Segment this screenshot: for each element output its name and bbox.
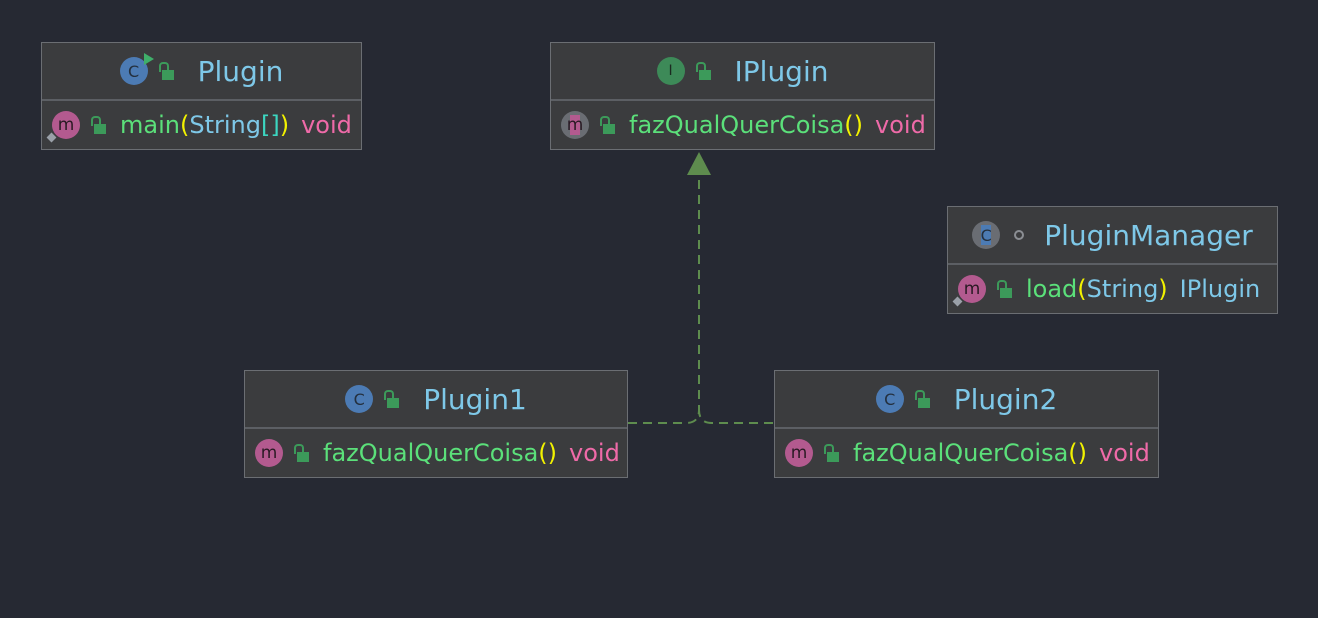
static-marker-icon bbox=[952, 296, 963, 307]
method-name: load bbox=[1026, 275, 1078, 303]
public-visibility-icon bbox=[695, 60, 711, 82]
method-name: main bbox=[120, 111, 180, 139]
open-paren: ( bbox=[1077, 275, 1087, 303]
method-icon-letter: m bbox=[57, 115, 75, 135]
class-header: C Plugin1 bbox=[245, 371, 627, 429]
method-icon: m bbox=[255, 439, 283, 467]
method-name: fazQualQuerCoisa bbox=[853, 439, 1069, 467]
method-icon-letter: m bbox=[963, 279, 981, 299]
class-icon: C bbox=[119, 53, 154, 85]
class-box-plugin[interactable]: C Plugin m main ( String [] ) void bbox=[41, 42, 362, 150]
method-row[interactable]: m fazQualQuerCoisa () void bbox=[245, 429, 627, 477]
method-name: fazQualQuerCoisa bbox=[629, 111, 845, 139]
public-visibility-icon bbox=[914, 388, 930, 410]
return-type: void bbox=[1099, 439, 1150, 467]
package-private-visibility-icon bbox=[1014, 230, 1025, 240]
class-header: C Plugin2 bbox=[775, 371, 1158, 429]
plugin1-realizes-iplugin-line bbox=[628, 175, 700, 424]
static-marker-icon bbox=[46, 132, 57, 143]
return-type: void bbox=[301, 111, 352, 139]
method-row[interactable]: m fazQualQuerCoisa () void bbox=[551, 101, 934, 149]
class-icon-letter: C bbox=[128, 61, 140, 81]
public-visibility-icon bbox=[158, 60, 174, 82]
class-name: PluginManager bbox=[1044, 218, 1253, 252]
method-row[interactable]: m fazQualQuerCoisa () void bbox=[775, 429, 1158, 477]
method-row[interactable]: m main ( String [] ) void bbox=[42, 101, 361, 149]
realization-arrowhead bbox=[687, 152, 711, 175]
return-type: IPlugin bbox=[1179, 275, 1261, 303]
method-icon-letter: m bbox=[790, 443, 808, 463]
public-visibility-icon bbox=[996, 278, 1012, 300]
class-icon-letter: C bbox=[884, 389, 896, 409]
class-icon: C bbox=[875, 385, 904, 413]
plugin2-realizes-iplugin-line bbox=[698, 409, 773, 424]
method-icon-letter: m bbox=[566, 115, 584, 135]
method-icon-letter: m bbox=[260, 443, 278, 463]
param-type: String bbox=[1086, 275, 1159, 303]
param-type: String bbox=[189, 111, 261, 139]
interface-header: I IPlugin bbox=[551, 43, 934, 101]
public-visibility-icon bbox=[383, 388, 400, 410]
class-name: Plugin2 bbox=[953, 382, 1058, 416]
class-name: Plugin1 bbox=[423, 382, 527, 416]
parens: () bbox=[1068, 439, 1088, 467]
open-paren: ( bbox=[179, 111, 190, 139]
class-box-plugin2[interactable]: C Plugin2 m fazQualQuerCoisa () void bbox=[774, 370, 1159, 478]
class-icon-letter: C bbox=[353, 389, 365, 409]
return-type: void bbox=[875, 111, 926, 139]
interface-name: IPlugin bbox=[734, 54, 829, 88]
method-icon: m bbox=[952, 275, 986, 307]
parens: () bbox=[538, 439, 558, 467]
parens: () bbox=[844, 111, 864, 139]
array-brackets: [] bbox=[260, 111, 280, 139]
return-type: void bbox=[569, 439, 620, 467]
interface-icon-letter: I bbox=[668, 63, 673, 79]
public-visibility-icon bbox=[293, 442, 309, 464]
abstract-class-icon: C bbox=[972, 221, 1001, 249]
class-header: C Plugin bbox=[42, 43, 361, 101]
method-icon: m bbox=[785, 439, 813, 467]
close-paren: ) bbox=[1158, 275, 1168, 303]
public-visibility-icon bbox=[599, 114, 615, 136]
public-visibility-icon bbox=[90, 114, 106, 136]
class-box-plugin1[interactable]: C Plugin1 m fazQualQuerCoisa () void bbox=[244, 370, 628, 478]
interface-icon: I bbox=[656, 57, 685, 85]
runnable-marker-icon bbox=[143, 53, 154, 65]
method-name: fazQualQuerCoisa bbox=[323, 439, 539, 467]
method-row[interactable]: m load ( String ) IPlugin bbox=[948, 265, 1277, 313]
interface-box-iplugin[interactable]: I IPlugin m fazQualQuerCoisa () void bbox=[550, 42, 935, 150]
method-icon: m bbox=[46, 111, 80, 143]
abstract-method-icon: m bbox=[561, 111, 589, 139]
class-box-plugin-manager[interactable]: C PluginManager m load ( String ) IPlugi… bbox=[947, 206, 1278, 314]
class-name: Plugin bbox=[197, 54, 284, 88]
class-header: C PluginManager bbox=[948, 207, 1277, 265]
class-icon-letter: C bbox=[980, 225, 992, 245]
close-paren: ) bbox=[279, 111, 290, 139]
class-icon: C bbox=[345, 385, 374, 413]
public-visibility-icon bbox=[823, 442, 839, 464]
